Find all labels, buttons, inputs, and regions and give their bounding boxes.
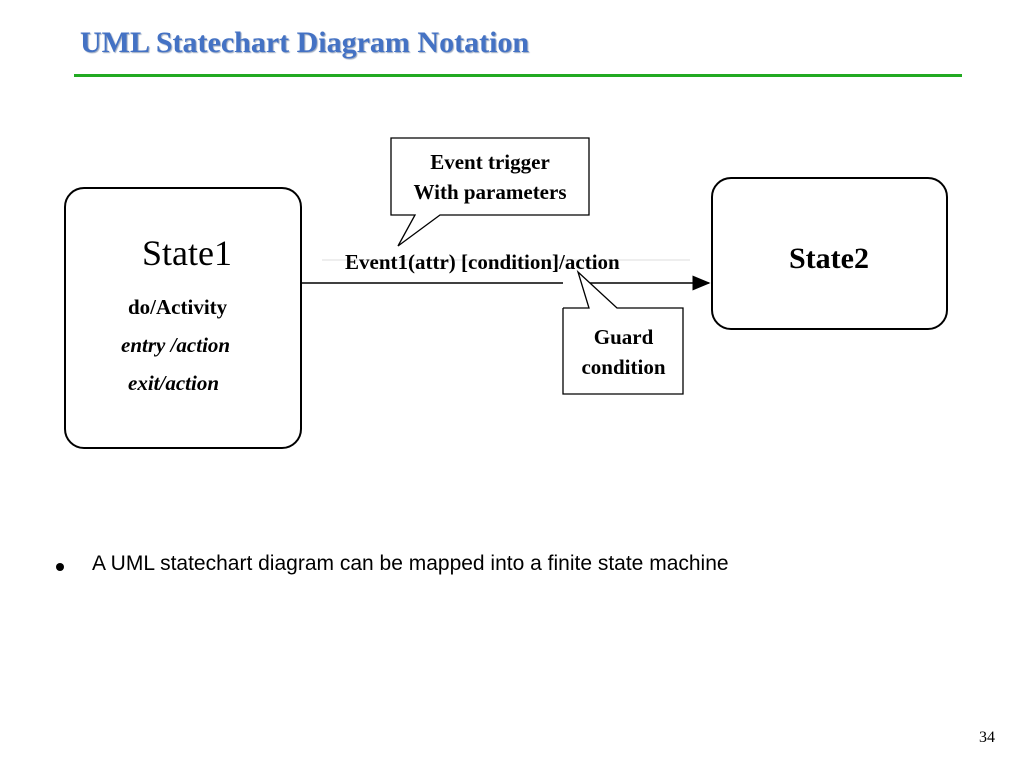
state1-box [64, 187, 302, 449]
event-trigger-line1: Event trigger [430, 150, 550, 174]
bullet-dot-icon [56, 563, 64, 571]
event-trigger-text: Event trigger With parameters [393, 147, 587, 207]
state1-entry-action: entry /action [121, 333, 231, 357]
event-trigger-callout [390, 137, 590, 247]
state2-box [711, 177, 948, 330]
event-trigger-line2: With parameters [413, 180, 567, 204]
page-number: 34 [979, 729, 995, 746]
guard-line2: condition [581, 355, 666, 379]
state1-name: State1 [142, 233, 232, 273]
bullet-item: A UML statechart diagram can be mapped i… [92, 552, 729, 575]
transition-label: Event1(attr) [condition]/action [345, 250, 620, 274]
state2-name: State2 [789, 242, 869, 275]
state1-exit-action: exit/action [128, 371, 219, 395]
state1-do-activity: do/Activity [128, 295, 228, 319]
title-underline [74, 74, 962, 77]
guard-line1: Guard [593, 325, 654, 349]
slide-title: UML Statechart Diagram Notation [80, 26, 530, 59]
guard-condition-text: Guard condition [564, 322, 683, 382]
